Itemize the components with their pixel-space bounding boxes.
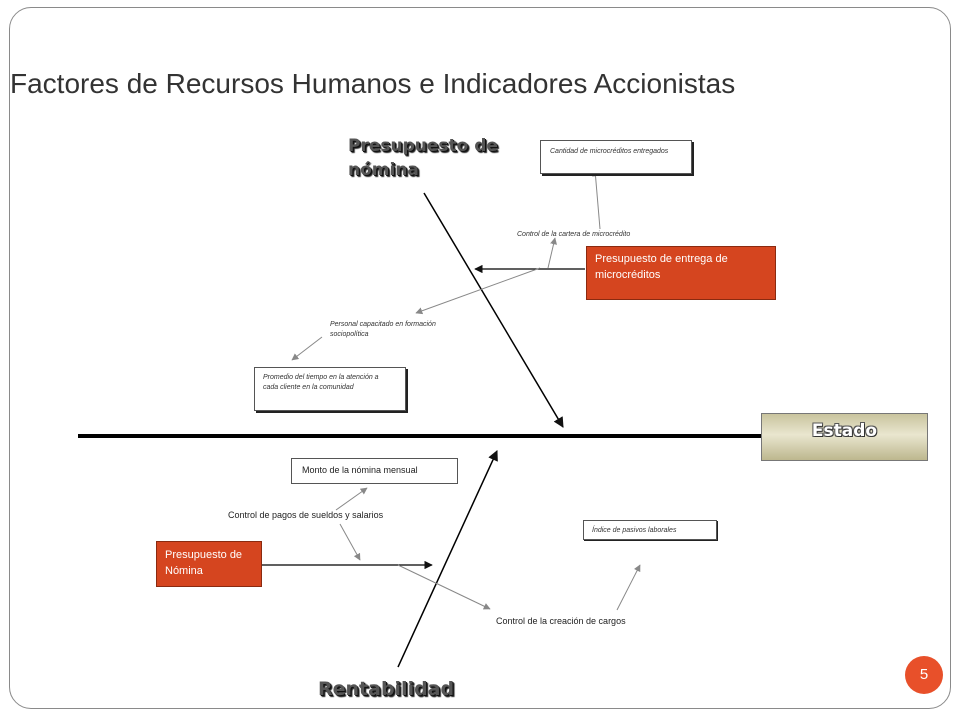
staff-trained-label: Personal capacitado en formación sociopo… <box>330 321 436 338</box>
time-per-client-box: Promedio del tiempo en la atención a cad… <box>254 367 406 411</box>
bottom-cause-label: Rentabilidad <box>318 678 455 700</box>
page-number: 5 <box>905 656 943 694</box>
control-cartera-label: Control de la cartera de microcrédito <box>517 231 631 238</box>
effect-box: Estado <box>761 413 928 461</box>
payroll-budget-box: Presupuesto de Nómina <box>156 541 262 587</box>
payroll-amount-box: Monto de la nómina mensual <box>291 458 458 484</box>
bottom-bone <box>397 450 498 668</box>
effect-label: Estado <box>811 421 878 441</box>
top-cause-label: Presupuesto de nómina <box>348 136 498 180</box>
top-bone <box>423 192 564 428</box>
slide-title: Factores de Recursos Humanos e Indicador… <box>10 68 736 99</box>
labor-liabilities-box: Índice de pasivos laborales <box>583 520 717 540</box>
positions-control-label: Control de la creación de cargos <box>496 616 626 626</box>
budget-microcredit-box: Presupuesto de entrega de microcréditos <box>586 246 776 300</box>
indicator-box-microcredits: Cantidad de microcréditos entregados <box>540 140 692 174</box>
payroll-control-label: Control de pagos de sueldos y salarios <box>228 510 384 520</box>
slide-frame <box>9 7 951 709</box>
